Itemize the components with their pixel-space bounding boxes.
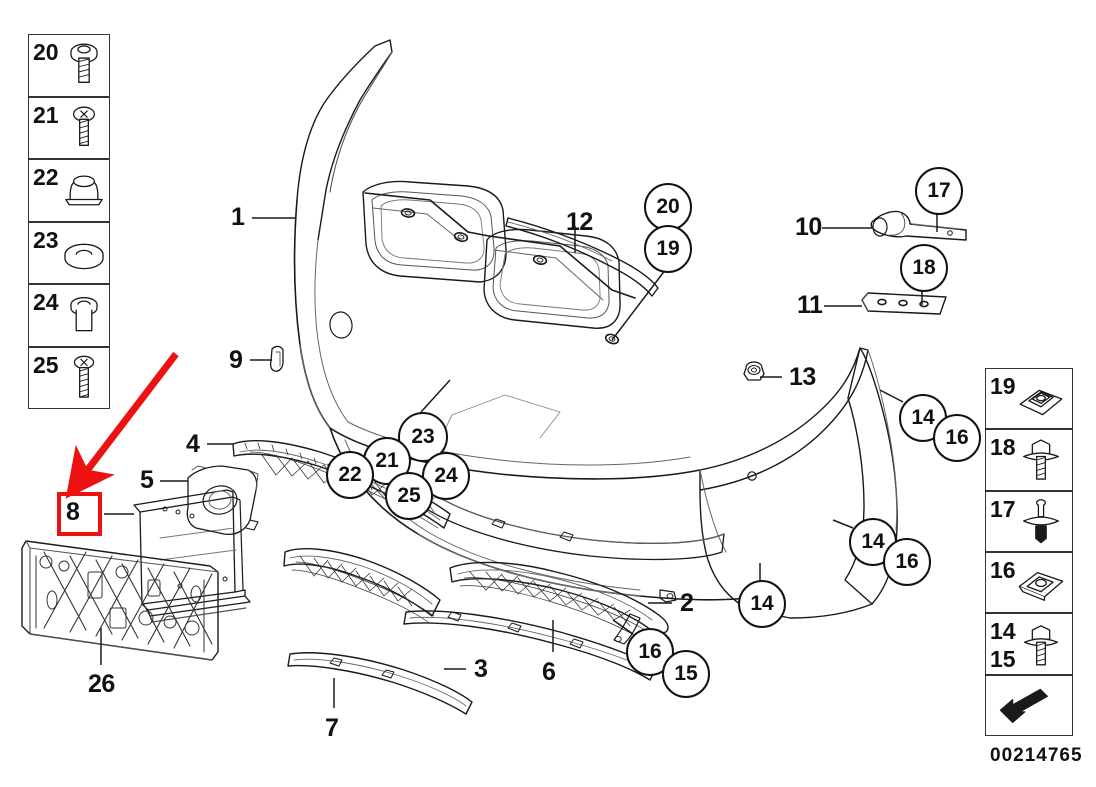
callout-label-11: 11 xyxy=(797,291,823,319)
phillips-screw-icon xyxy=(72,106,96,146)
legend-number-23: 23 xyxy=(33,226,59,253)
legend-number-24: 24 xyxy=(33,289,59,315)
legend-number-18: 18 xyxy=(990,434,1016,461)
circle-callout-16: 16 xyxy=(933,414,981,462)
legend-cell-21[interactable] xyxy=(28,96,110,159)
square-clip-nut-icon xyxy=(1019,389,1063,415)
hex-flange-screw-icon xyxy=(1023,439,1059,480)
legend-icon-wrap-square-clip-nut-icon xyxy=(1015,374,1067,424)
washer-icon xyxy=(64,243,104,269)
circle-callout-15: 15 xyxy=(662,650,710,698)
legend-icon-wrap-hex-flange-tapping-screw-icon xyxy=(1015,619,1067,669)
circle-callout-14: 14 xyxy=(738,580,786,628)
callout-label-10: 10 xyxy=(795,213,822,241)
legend-cell-24[interactable] xyxy=(28,284,110,347)
legend-icon-wrap-hex-flange-screw-icon xyxy=(1015,435,1067,485)
legend-number-17: 17 xyxy=(990,495,1016,522)
diagram-number: 00214765 xyxy=(990,745,1083,766)
long-screw-icon xyxy=(73,355,95,398)
legend-cell-20[interactable] xyxy=(28,34,110,97)
circle-callout-23: 23 xyxy=(398,412,448,462)
legend-icon-wrap-speed-clip-nut-icon xyxy=(1015,558,1067,608)
legend-icon-wrap-sleeve-nut-icon xyxy=(58,290,110,340)
legend-number-15: 15 xyxy=(990,646,1016,673)
pan-head-screw-icon xyxy=(70,43,98,84)
legend-number-22: 22 xyxy=(33,164,59,190)
speed-clip-nut-icon xyxy=(1018,571,1064,601)
legend-icon-wrap-direction-arrow-icon xyxy=(997,680,1049,730)
legend-icon-wrap-rubber-grommet-icon xyxy=(58,165,110,215)
red-pointer-arrow xyxy=(65,351,179,499)
legend-number-20: 20 xyxy=(33,39,59,65)
circle-callout-19: 19 xyxy=(644,225,692,273)
legend-icon-wrap-long-screw-icon xyxy=(58,353,110,403)
callout-label-26: 26 xyxy=(88,670,115,698)
callout-label-9: 9 xyxy=(229,346,243,374)
callout-label-4: 4 xyxy=(186,430,200,458)
legend-number-21: 21 xyxy=(33,101,59,128)
sleeve-nut-icon xyxy=(70,297,98,332)
callout-label-7: 7 xyxy=(325,714,339,742)
callout-label-5: 5 xyxy=(140,466,154,494)
expanding-rivet-icon xyxy=(1023,499,1059,544)
direction-arrow-icon xyxy=(999,689,1048,724)
legend-number-16: 16 xyxy=(990,557,1016,583)
callout-label-6: 6 xyxy=(542,658,556,686)
circle-callout-18: 18 xyxy=(900,244,948,292)
legend-icon-wrap-pan-head-screw-icon xyxy=(58,40,110,90)
circle-callout-17: 17 xyxy=(915,167,963,215)
legend-icon-wrap-expanding-rivet-icon xyxy=(1015,496,1067,546)
callout-label-8: 8 xyxy=(66,498,80,526)
legend-icon-wrap-phillips-screw-icon xyxy=(58,103,110,153)
callout-label-1: 1 xyxy=(231,203,245,231)
circle-callout-16: 16 xyxy=(883,538,931,586)
rubber-grommet-icon xyxy=(65,175,103,206)
callout-label-3: 3 xyxy=(474,655,488,683)
circle-callout-25: 25 xyxy=(385,472,433,520)
callout-label-13: 13 xyxy=(789,363,816,391)
legend-cell-arrow[interactable] xyxy=(985,674,1073,736)
callout-label-2: 2 xyxy=(680,589,694,617)
circle-callout-22: 22 xyxy=(326,451,374,499)
circle-callout-20: 20 xyxy=(644,183,692,231)
legend-number-14: 14 xyxy=(990,618,1016,645)
hex-flange-tapping-screw-icon xyxy=(1023,625,1059,666)
legend-number-19: 19 xyxy=(990,373,1016,399)
callout-label-12: 12 xyxy=(566,208,593,236)
legend-number-25: 25 xyxy=(33,351,59,378)
legend-cell-18[interactable] xyxy=(985,429,1073,491)
legend-icon-wrap-washer-icon xyxy=(58,228,110,278)
legend-cell-25[interactable] xyxy=(28,346,110,409)
